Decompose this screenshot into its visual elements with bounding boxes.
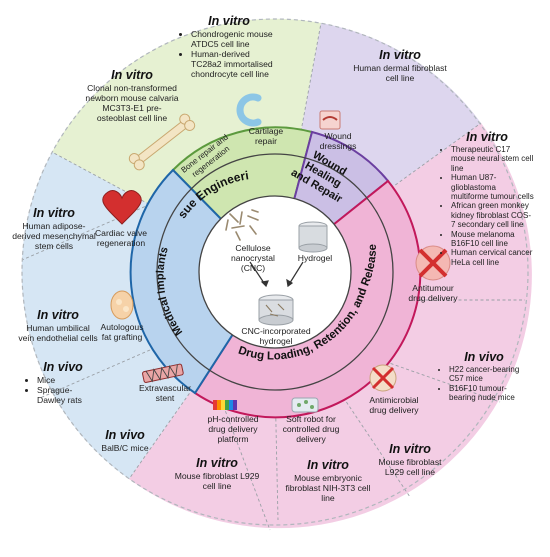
drug-right-vivo-item: B16F10 tumour-bearing nude mice — [449, 384, 530, 403]
te-top-list: Chondrogenic mouse ATDC5 cell line Human… — [180, 29, 278, 79]
drug-right-vitro-item: Mouse melanoma B16F10 cell line — [451, 230, 534, 249]
arrows — [249, 261, 304, 288]
te-left-title: In vitro — [111, 68, 153, 82]
med-balb-block: In vivo BalB/C mice — [92, 428, 158, 453]
wound-dressings-label: Wound dressings — [319, 131, 357, 151]
med-vivo-item: Mice — [37, 375, 100, 385]
wound-block: In vitro Human dermal fibroblast cell li… — [352, 48, 448, 83]
drug-right-vivo-item: H22 cancer-bearing C57 mice — [449, 365, 530, 384]
drug-b2-block: In vitro Mouse embryonic fibroblast NIH-… — [280, 458, 376, 503]
med-adipose-block: In vitro Human adipose-derived mesenchym… — [12, 206, 96, 251]
drug-b3-block: In vitro Mouse fibroblast L929 cell line — [370, 442, 450, 477]
cardiac-label: Cardiac valve regeneration — [94, 228, 148, 248]
drug-b1-block: In vitro Mouse fibroblast L929 cell line — [170, 456, 264, 491]
med-umbilical-block: In vitro Human umbilical vein endothelia… — [18, 308, 98, 343]
ph-label: pH-controlled drug delivery platform — [207, 414, 259, 444]
antitumour-label: Antitumour drug delivery — [408, 283, 458, 303]
cartilage-label: Cartilage repair — [248, 126, 284, 146]
drug-b2-text: Mouse embryonic fibroblast NIH-3T3 cell … — [285, 473, 371, 503]
drug-right-vitro-item: Human U87-glioblastoma multiforme tumour… — [451, 173, 534, 201]
med-umbilical-text: Human umbilical vein endothelial cells — [18, 323, 98, 343]
drug-right-vitro-block: In vitro Therapeutic C17 mouse neural st… — [440, 130, 534, 267]
fat-icon — [110, 290, 134, 320]
hydrogel-label: Hydrogel — [297, 253, 333, 263]
te-left-text: Clonal non-transformed newborn mouse cal… — [85, 83, 179, 123]
med-vivo-title: In vivo — [43, 360, 83, 374]
med-balb-title: In vivo — [105, 428, 145, 442]
drug-right-vitro-item: Human cervical cancer HeLa cell line — [451, 248, 534, 267]
med-vivo-item: Sprague-Dawley rats — [37, 385, 100, 405]
stent-icon — [142, 363, 184, 383]
drug-right-vitro-list: Therapeutic C17 mouse neural stem cell l… — [440, 145, 534, 267]
cnc-hydrogel-icon — [258, 294, 294, 326]
drug-b3-text: Mouse fibroblast L929 cell line — [378, 457, 442, 477]
drug-right-vitro-item: Therapeutic C17 mouse neural stem cell l… — [451, 145, 534, 173]
ring-band — [129, 126, 422, 419]
heart-icon — [102, 190, 142, 225]
stent-label: Extravascular stent — [138, 383, 192, 403]
drug-b1-title: In vitro — [196, 456, 238, 470]
med-umbilical-title: In vitro — [37, 308, 79, 322]
drug-b2-title: In vitro — [307, 458, 349, 472]
ring-outer-edge — [156, 153, 394, 391]
soft-robot-label: Soft robot for controlled drug delivery — [282, 414, 340, 444]
wound-dressing-icon — [319, 110, 341, 130]
te-top-block: In vitro Chondrogenic mouse ATDC5 cell l… — [180, 14, 278, 79]
drug-b3-title: In vitro — [389, 442, 431, 456]
bone-icon — [128, 113, 196, 171]
med-balb-text: BalB/C mice — [101, 443, 149, 453]
hydrogel-icon — [298, 221, 328, 253]
drug-right-vitro-title: In vitro — [466, 130, 508, 144]
med-vivo-block: In vivo Mice Sprague-Dawley rats — [26, 360, 100, 405]
te-top-title: In vitro — [208, 14, 250, 28]
med-vivo-list: Mice Sprague-Dawley rats — [26, 375, 100, 405]
drug-right-vivo-title: In vivo — [464, 350, 504, 364]
ph-strip-icon — [213, 400, 237, 410]
antimicrobial-icon — [369, 364, 397, 392]
drug-right-vitro-item: African green monkey kidney fibroblast C… — [451, 201, 534, 229]
te-top-item: Chondrogenic mouse ATDC5 cell line — [191, 29, 278, 49]
antitumour-icon — [415, 245, 451, 281]
wound-text: Human dermal fibroblast cell line — [353, 63, 447, 83]
te-top-item: Human-derived TC28a2 immortalised chondr… — [191, 49, 278, 79]
soft-robot-icon — [291, 397, 319, 413]
cartilage-icon — [236, 93, 262, 127]
fat-label: Autologous fat grafting — [100, 322, 144, 342]
cnc-hydrogel-label: CNC-incorporated hydrogel — [241, 326, 311, 346]
cnc-label: Cellulose nanocrystal (CNC) — [231, 243, 275, 273]
antimicrobial-label: Antimicrobial drug delivery — [369, 395, 419, 415]
drug-right-vivo-block: In vivo H22 cancer-bearing C57 mice B16F… — [438, 350, 530, 403]
drug-right-vivo-list: H22 cancer-bearing C57 mice B16F10 tumou… — [438, 365, 530, 403]
te-left-block: In vitro Clonal non-transformed newborn … — [84, 68, 180, 123]
cnc-icon — [225, 209, 259, 241]
drug-b1-text: Mouse fibroblast L929 cell line — [174, 471, 260, 491]
outer-circle-border — [21, 18, 529, 526]
med-adipose-title: In vitro — [33, 206, 75, 220]
wound-title: In vitro — [379, 48, 421, 62]
med-adipose-text: Human adipose-derived mesenchymal stem c… — [12, 221, 96, 251]
